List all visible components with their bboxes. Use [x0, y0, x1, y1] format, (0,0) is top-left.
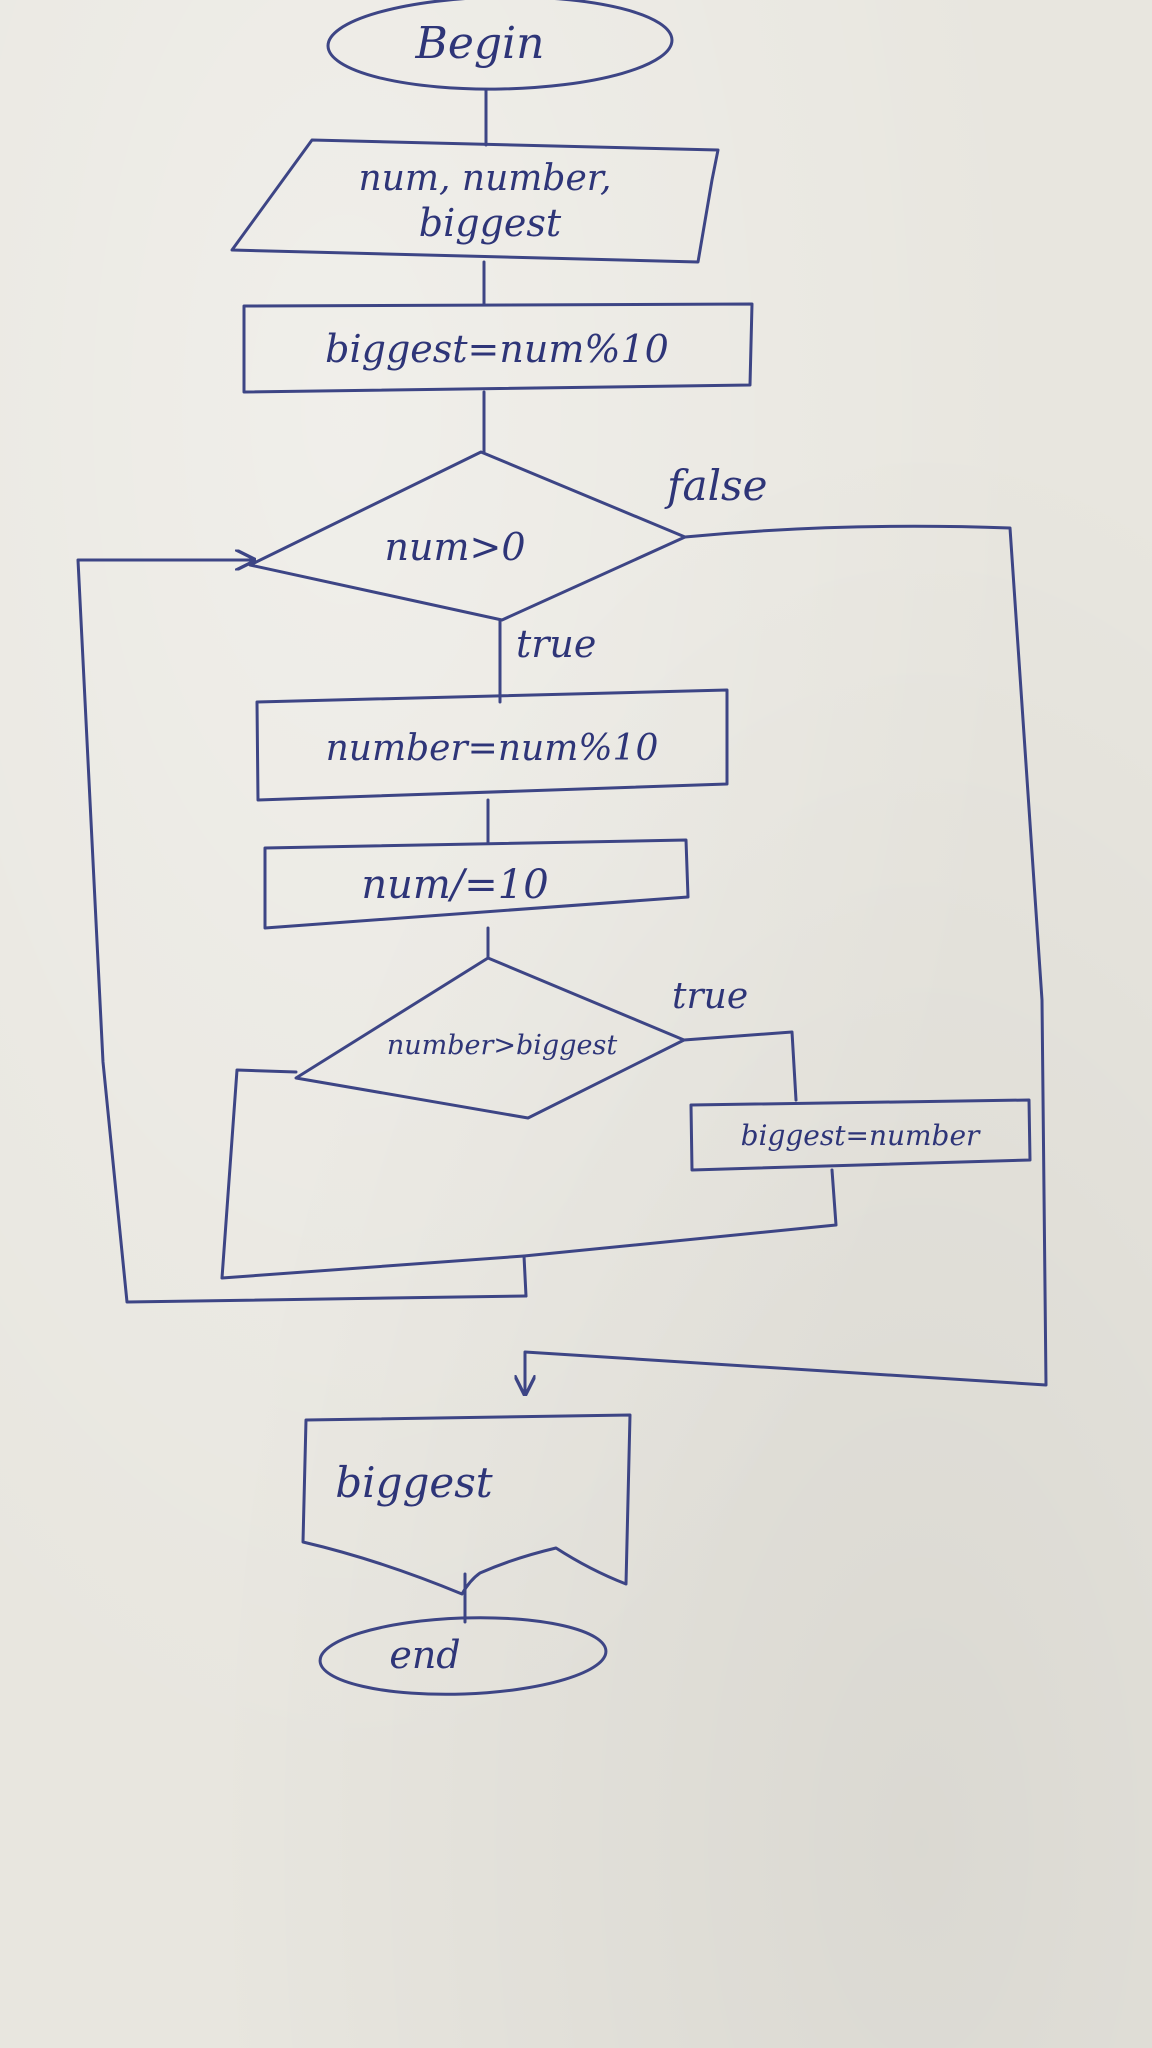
assign-merge-path	[522, 1168, 838, 1258]
compare-true-path	[682, 1030, 798, 1102]
loop-true-label: true	[516, 622, 596, 666]
divide-process: num/=10	[263, 838, 690, 930]
end-terminator: end	[318, 1616, 608, 1696]
compare-true-label: true	[672, 976, 748, 1017]
output-label: biggest	[335, 1458, 492, 1507]
loop-false-label: false	[664, 461, 767, 510]
assign-label: biggest=number	[741, 1119, 981, 1152]
input-node: num, number, biggest	[230, 138, 720, 264]
extract-digit-label: number=num%10	[326, 728, 659, 769]
loop-back-path	[76, 560, 528, 1304]
input-label-line1: num, number,	[359, 158, 612, 199]
end-label: end	[389, 1633, 460, 1677]
divide-label: num/=10	[361, 862, 548, 908]
loop-condition-label: num>0	[385, 525, 526, 569]
loop-decision: num>0	[248, 450, 687, 622]
output-document: biggest	[301, 1413, 632, 1596]
compare-false-path	[220, 1068, 528, 1298]
compare-decision: number>biggest	[294, 956, 686, 1120]
compare-label: number>biggest	[387, 1030, 617, 1061]
start-terminator: Begin	[326, 0, 674, 91]
extract-digit-process: number=num%10	[255, 688, 729, 802]
input-label-line2: biggest	[419, 201, 562, 245]
init-process: biggest=num%10	[242, 302, 754, 394]
init-label: biggest=num%10	[325, 327, 669, 371]
loop-false-path	[525, 524, 1048, 1392]
start-label: Begin	[415, 18, 545, 69]
assign-process: biggest=number	[689, 1098, 1032, 1172]
